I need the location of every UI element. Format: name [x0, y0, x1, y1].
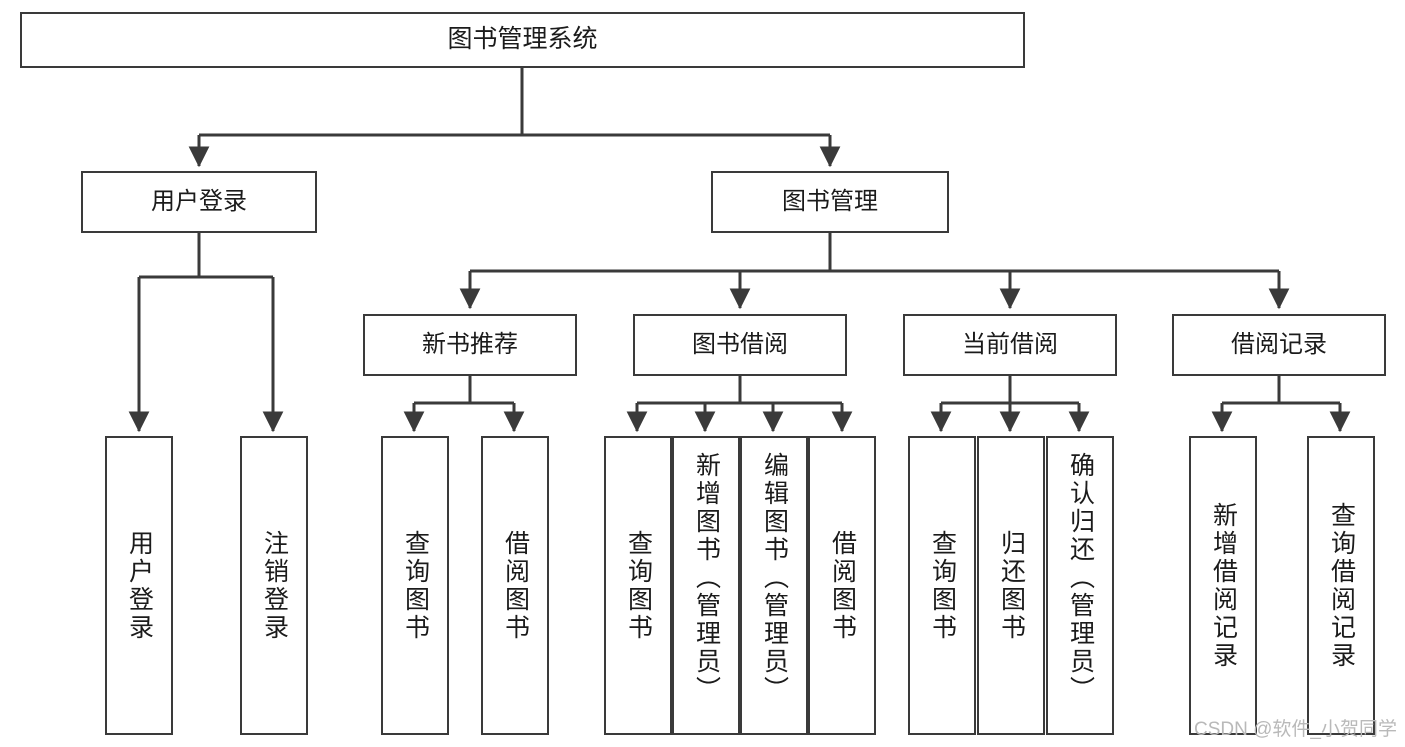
node-leaf-user-logout-label: 注销登录: [260, 529, 289, 642]
node-book-management[interactable]: 图书管理: [711, 171, 949, 233]
node-leaf-add-book[interactable]: 新增图书（管理员）: [672, 436, 740, 735]
node-user-login-label: 用户登录: [151, 187, 247, 215]
node-leaf-add-book-label: 新增图书（管理员）: [692, 452, 721, 704]
node-root[interactable]: 图书管理系统: [20, 12, 1025, 68]
node-leaf-edit-book-label: 编辑图书（管理员）: [760, 452, 789, 704]
node-leaf-add-record-label: 新增借阅记录: [1209, 501, 1238, 670]
node-leaf-return-book-label: 归还图书: [997, 529, 1026, 642]
node-leaf-edit-book[interactable]: 编辑图书（管理员）: [740, 436, 808, 735]
node-leaf-user-login-label: 用户登录: [125, 529, 154, 642]
node-new-book-recommend[interactable]: 新书推荐: [363, 314, 577, 376]
node-borrow-record-label: 借阅记录: [1231, 330, 1327, 358]
node-leaf-borrow-book-2-label: 借阅图书: [828, 529, 857, 642]
node-leaf-user-logout[interactable]: 注销登录: [240, 436, 308, 735]
node-current-borrow-label: 当前借阅: [962, 330, 1058, 358]
node-new-book-recommend-label: 新书推荐: [422, 330, 518, 358]
node-current-borrow[interactable]: 当前借阅: [903, 314, 1117, 376]
node-leaf-borrow-book-2[interactable]: 借阅图书: [808, 436, 876, 735]
node-leaf-query-book-1-label: 查询图书: [401, 529, 430, 642]
node-leaf-query-book-3[interactable]: 查询图书: [908, 436, 976, 735]
node-root-label: 图书管理系统: [447, 25, 598, 54]
node-book-management-label: 图书管理: [782, 187, 878, 215]
node-leaf-confirm-return-label: 确认归还（管理员）: [1066, 452, 1095, 704]
node-leaf-confirm-return[interactable]: 确认归还（管理员）: [1046, 436, 1114, 735]
node-leaf-add-record[interactable]: 新增借阅记录: [1189, 436, 1257, 735]
node-leaf-query-book-1[interactable]: 查询图书: [381, 436, 449, 735]
node-borrow-record[interactable]: 借阅记录: [1172, 314, 1386, 376]
node-leaf-return-book[interactable]: 归还图书: [977, 436, 1045, 735]
node-leaf-query-book-3-label: 查询图书: [928, 529, 957, 642]
node-leaf-query-book-2-label: 查询图书: [624, 529, 653, 642]
node-leaf-borrow-book-1-label: 借阅图书: [501, 529, 530, 642]
node-book-borrow[interactable]: 图书借阅: [633, 314, 847, 376]
watermark: CSDN @软件_小贺同学: [1194, 719, 1397, 740]
node-leaf-query-book-2[interactable]: 查询图书: [604, 436, 672, 735]
node-leaf-query-record-label: 查询借阅记录: [1327, 501, 1356, 670]
node-book-borrow-label: 图书借阅: [692, 330, 788, 358]
node-leaf-user-login[interactable]: 用户登录: [105, 436, 173, 735]
node-leaf-query-record[interactable]: 查询借阅记录: [1307, 436, 1375, 735]
node-user-login[interactable]: 用户登录: [81, 171, 317, 233]
node-leaf-borrow-book-1[interactable]: 借阅图书: [481, 436, 549, 735]
